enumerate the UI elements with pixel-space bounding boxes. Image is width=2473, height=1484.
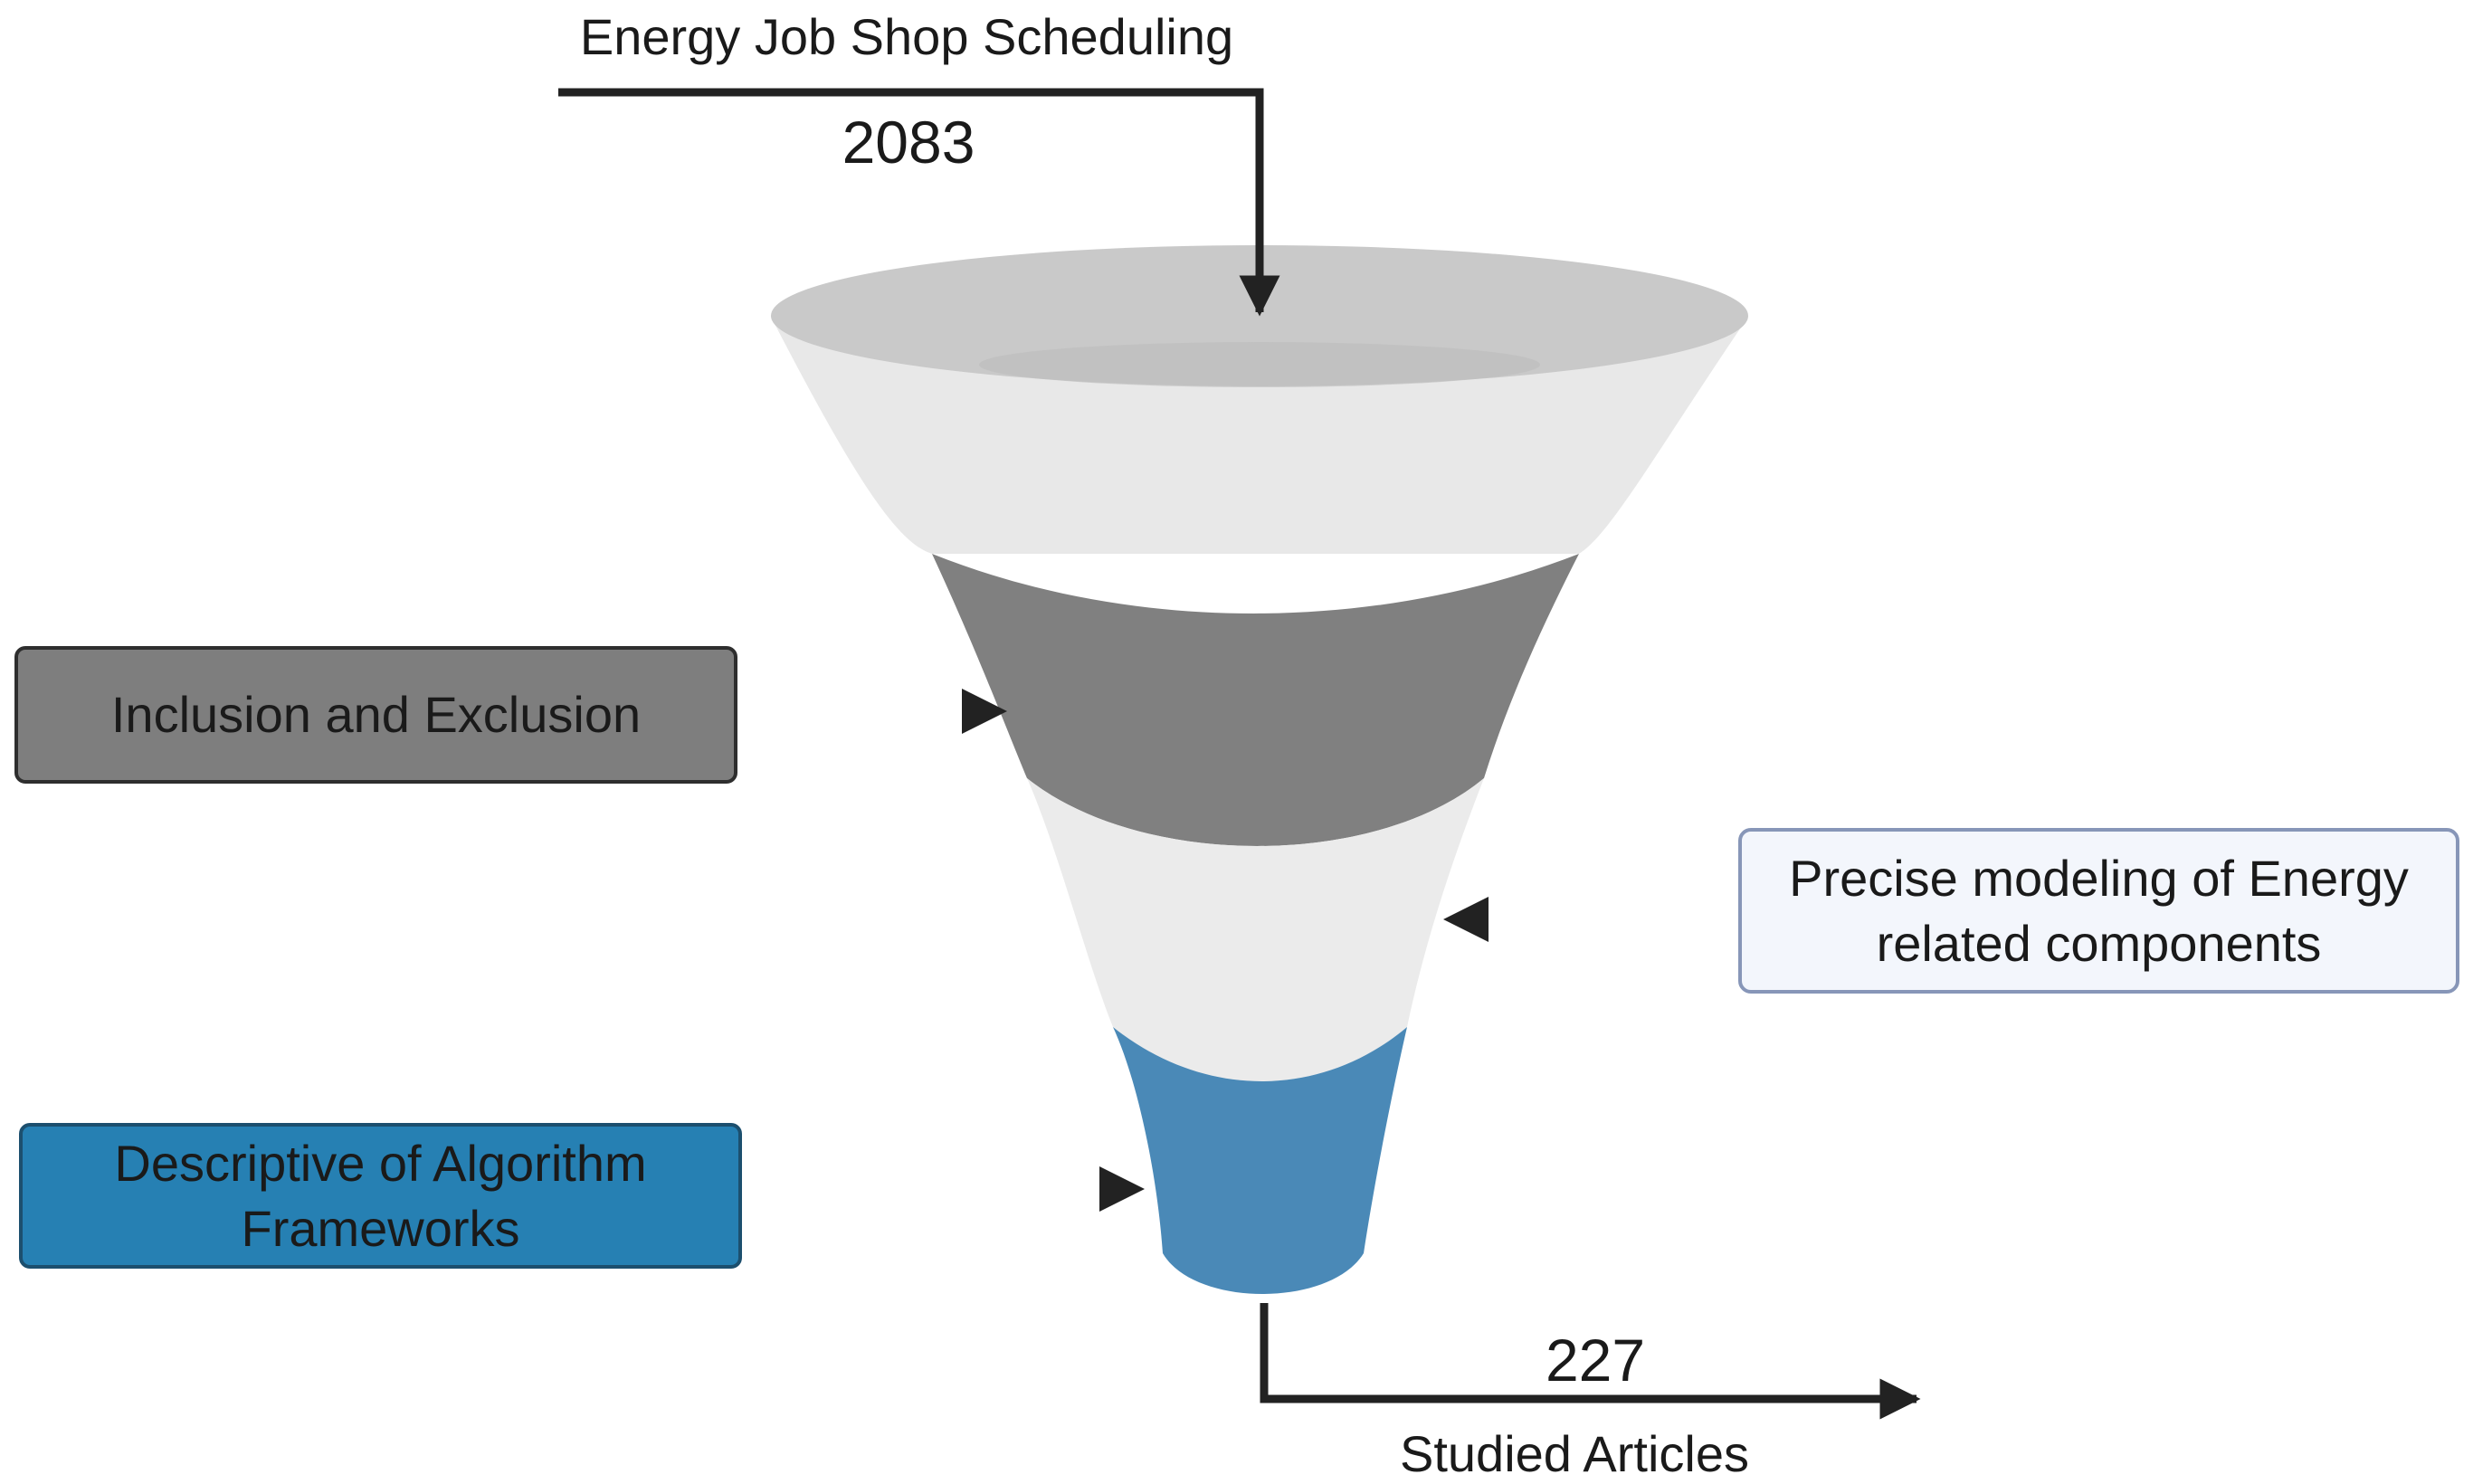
stage-label-precise-modeling: Precise modeling of Energy related compo… [1738,828,2459,994]
stage-label-line: Precise modeling of Energy [1789,849,2409,907]
bottom-label: Studied Articles [1400,1425,1749,1482]
stage-label-line: related components [1876,914,2322,972]
entry-arrow [558,88,1280,317]
stage-label-inclusion-exclusion: Inclusion and Exclusion [14,646,737,784]
top-count: 2083 [842,109,975,176]
funnel-stage-3-light [1027,778,1484,1081]
funnel-rim-inner [979,342,1540,387]
funnel [771,245,1748,1294]
stage-label-line: Frameworks [241,1199,520,1257]
stage-label-line: Inclusion and Exclusion [110,686,642,743]
bottom-count: 227 [1546,1327,1645,1394]
top-title: Energy Job Shop Scheduling [580,8,1233,65]
funnel-stage-4-blue [1113,1027,1407,1294]
funnel-stage-2-dark [932,554,1579,846]
exit-arrow [1260,1303,1921,1420]
stage-label-algorithm-frameworks: Descriptive of Algorithm Frameworks [19,1123,742,1269]
stage-label-line: Descriptive of Algorithm [114,1134,647,1192]
